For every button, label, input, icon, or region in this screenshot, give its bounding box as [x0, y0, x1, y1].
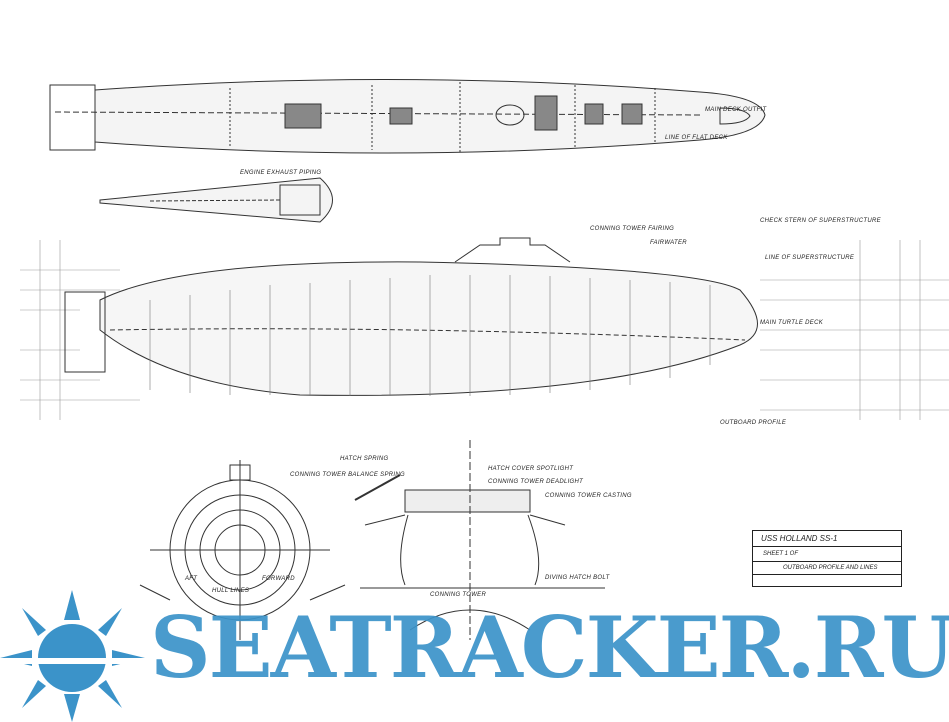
- plan-view: [49, 78, 766, 154]
- profile-label-2: CHECK STERN OF SUPERSTRUCTURE: [760, 218, 881, 224]
- tower-label-5: DIVING HATCH BOLT: [545, 575, 610, 581]
- section-label-forward: FORWARD: [262, 576, 295, 582]
- profile-label-0: CONNING TOWER FAIRING: [590, 226, 675, 232]
- exhaust-label: ENGINE EXHAUST PIPING: [240, 170, 322, 176]
- conning-tower-section: [354, 440, 605, 640]
- tower-label-0: HATCH SPRING: [340, 456, 389, 462]
- profile-label-3: LINE OF SUPERSTRUCTURE: [765, 255, 855, 261]
- sheet-number: SHEET 1 OF: [763, 551, 799, 557]
- profile-label-5: OUTBOARD PROFILE: [720, 420, 787, 426]
- main-deck-outfit-label: MAIN DECK OUTFIT: [705, 107, 767, 113]
- tower-label-1: HATCH COVER SPOTLIGHT: [488, 466, 574, 472]
- section-label-aft: AFT: [185, 576, 198, 582]
- profile-label-4: MAIN TURTLE DECK: [760, 320, 824, 326]
- profile-grid: [20, 240, 949, 420]
- tower-label-4: CONNING TOWER BALANCE SPRING: [290, 472, 405, 478]
- watermark-sun-logo: [0, 590, 150, 722]
- plan-note-label: LINE OF FLAT DECK: [665, 135, 728, 141]
- exhaust-view: [99, 177, 333, 223]
- section-label-tower: CONNING TOWER: [430, 592, 487, 598]
- section-label-hull-lines: HULL LINES: [212, 588, 250, 594]
- profile-label-1: FAIRWATER: [650, 240, 687, 246]
- drawing-title: OUTBOARD PROFILE AND LINES: [783, 565, 878, 571]
- tower-label-3: CONNING TOWER CASTING: [545, 493, 632, 499]
- outboard-profile: [64, 237, 758, 396]
- ship-name: USS HOLLAND SS-1: [761, 534, 838, 543]
- watermark-text: SEATRACKER.RU: [150, 598, 949, 697]
- hull-lines-section: [139, 460, 346, 640]
- tower-label-2: CONNING TOWER DEADLIGHT: [488, 479, 584, 485]
- title-block: USS HOLLAND SS-1 SHEET 1 OF OUTBOARD PRO…: [752, 530, 902, 587]
